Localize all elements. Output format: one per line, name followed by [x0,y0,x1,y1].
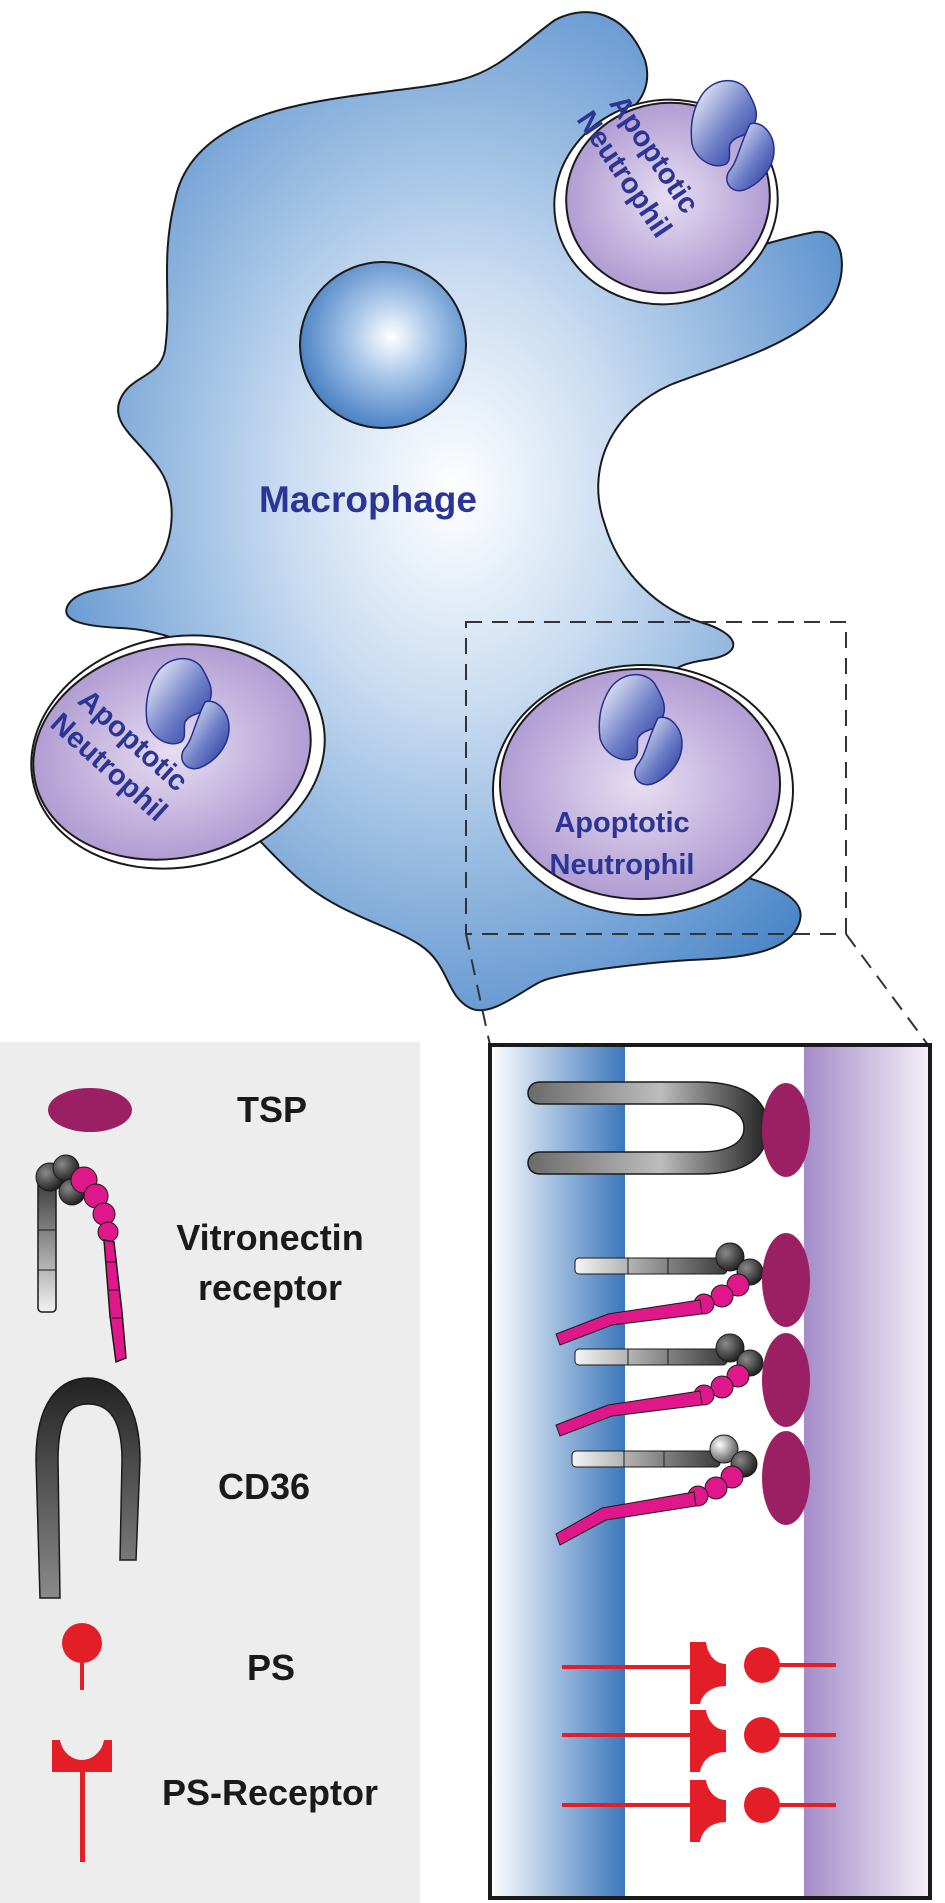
ps-receptor-inset-2 [562,1710,726,1772]
ps-receptor-inset-3 [562,1780,726,1842]
ps-receptor-legend-icon [52,1740,112,1862]
zoom-line-left [465,933,491,1046]
macrophage-nucleus [299,261,467,429]
tsp-inset-2 [762,1233,810,1327]
zoom-region-box [465,621,847,935]
ps-legend-label: PS [247,1647,295,1688]
vitronectin-receptor-inset-3 [555,1434,758,1546]
cd36-legend-label: CD36 [218,1466,310,1507]
ps-receptor-legend-label: PS-Receptor [162,1772,378,1813]
neutrophil-cell-left [32,643,312,861]
vitronectin-receptor-inset-2 [555,1333,764,1437]
zoom-inset-frame [488,1043,932,1900]
vitronectin-receptor-legend-icon [35,1154,127,1364]
macrophage-label: Macrophage [259,479,477,520]
vitronectin-legend-label-line2: receptor [198,1267,342,1308]
ps-inset-3 [744,1787,836,1823]
tsp-legend-icon [48,1088,132,1132]
neutrophil-right-label-line1: Apoptotic [554,807,689,839]
tsp-inset-4 [762,1431,810,1525]
macrophage-membrane [490,1045,625,1898]
zoom-inset [488,1043,932,1900]
vitronectin-receptor-inset-1 [555,1242,764,1346]
cd36-legend-icon [35,1377,141,1599]
ps-inset-1 [744,1647,836,1683]
tsp-legend-label: TSP [237,1089,307,1130]
neutrophil-cell-right [499,668,781,900]
ps-receptor-inset-1 [562,1642,726,1704]
tsp-inset-3 [762,1333,810,1427]
neutrophil-right-label-line2: Neutrophil [550,849,695,881]
vitronectin-legend-label-line1: Vitronectin [176,1217,363,1258]
ps-inset-2 [744,1717,836,1753]
neutrophil-membrane [804,1045,930,1898]
zoom-line-right [845,933,929,1046]
tsp-inset-1 [762,1083,810,1177]
ps-legend-icon [62,1623,102,1663]
